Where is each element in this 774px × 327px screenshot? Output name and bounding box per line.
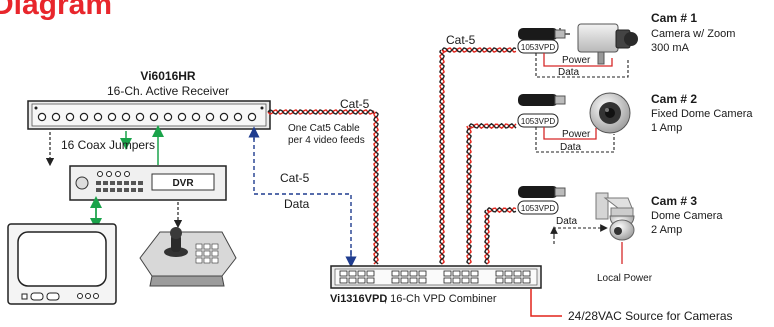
combiner-port xyxy=(443,270,452,277)
receiver-port xyxy=(121,112,131,122)
combiner-port xyxy=(348,270,357,277)
vpd-balun-1 xyxy=(517,39,559,54)
combiner-port xyxy=(461,277,470,284)
combiner-port xyxy=(409,270,418,277)
receiver-port xyxy=(205,112,215,122)
receiver-port xyxy=(219,112,229,122)
combiner-model: Vi1316VPD xyxy=(330,293,387,305)
combiner-port xyxy=(504,270,513,277)
receiver-unit xyxy=(27,100,271,130)
receiver-port xyxy=(163,112,173,122)
combiner-port xyxy=(513,277,522,284)
cable-note-2: per 4 video feeds xyxy=(288,135,365,146)
cat5-top-label: Cat-5 xyxy=(446,33,476,47)
receiver-port xyxy=(177,112,187,122)
bnc-connector-3 xyxy=(518,186,566,198)
dvr-label: DVR xyxy=(172,178,194,189)
receiver-port xyxy=(191,112,201,122)
cam2-name: Cam # 2 xyxy=(651,92,697,106)
dvr-unit: DVR xyxy=(69,165,227,201)
combiner-port xyxy=(409,277,418,284)
combiner-port xyxy=(513,270,522,277)
combiner-port xyxy=(470,277,479,284)
local-power-label: Local Power xyxy=(597,273,653,284)
combiner-port xyxy=(339,277,348,284)
camera-2 xyxy=(589,92,631,134)
combiner-desc: ; 16-Ch VPD Combiner xyxy=(384,293,497,305)
combiner-port xyxy=(443,277,452,284)
combiner-port xyxy=(348,277,357,284)
vpd-balun-2 xyxy=(517,113,559,128)
receiver-model: Vi6016HR xyxy=(140,69,195,83)
receiver-desc: 16-Ch. Active Receiver xyxy=(107,84,229,98)
power-source-label: 24/28VAC Source for Cameras xyxy=(568,309,733,323)
cam3-line1: Dome Camera xyxy=(651,210,723,222)
cam2-line2: 1 Amp xyxy=(651,122,682,134)
cat5-data-label: Cat-5 xyxy=(280,171,310,185)
combiner-port xyxy=(495,277,504,284)
cam3-line2: 2 Amp xyxy=(651,224,682,236)
cable-note-1: One Cat5 Cable xyxy=(288,123,360,134)
combiner-port xyxy=(357,270,366,277)
diagram-title: Diagram xyxy=(0,0,112,21)
combiner-port xyxy=(391,277,400,284)
combiner-port xyxy=(461,270,470,277)
receiver-port xyxy=(247,112,257,122)
vpd-combiner xyxy=(330,265,542,289)
cam3-data-label: Data xyxy=(556,216,578,227)
bnc-connector-1 xyxy=(518,28,566,40)
bnc-connector-2 xyxy=(518,94,566,106)
cat5-cable-receiver xyxy=(267,109,379,265)
combiner-port xyxy=(391,270,400,277)
cam2-data-label: Data xyxy=(560,142,582,153)
combiner-port xyxy=(452,270,461,277)
combiner-port xyxy=(400,270,409,277)
cam2-line1: Fixed Dome Camera xyxy=(651,108,753,120)
receiver-port xyxy=(135,112,145,122)
vpd-balun-3 xyxy=(517,200,559,215)
combiner-port xyxy=(522,270,531,277)
vpd-label-2: 1053VPD xyxy=(521,117,555,126)
camera-3 xyxy=(595,192,635,241)
data-label: Data xyxy=(284,197,310,211)
receiver-port xyxy=(37,112,47,122)
combiner-port xyxy=(418,270,427,277)
receiver-port xyxy=(51,112,61,122)
combiner-port xyxy=(470,270,479,277)
combiner-port xyxy=(504,277,513,284)
receiver-port xyxy=(107,112,117,122)
vpd-label-1: 1053VPD xyxy=(521,43,555,52)
jumpers-label: 16 Coax Jumpers xyxy=(61,138,155,152)
combiner-port xyxy=(339,270,348,277)
cam1-name: Cam # 1 xyxy=(651,11,697,25)
combiner-port xyxy=(357,277,366,284)
cam2-power-label: Power xyxy=(562,129,591,140)
combiner-port xyxy=(366,277,375,284)
combiner-port xyxy=(418,277,427,284)
cam1-data-label: Data xyxy=(558,67,580,78)
combiner-port xyxy=(452,277,461,284)
receiver-port xyxy=(65,112,75,122)
combiner-port xyxy=(522,277,531,284)
cat5-left-label: Cat-5 xyxy=(340,97,370,111)
ptz-keyboard xyxy=(139,227,237,287)
cam3-name: Cam # 3 xyxy=(651,194,697,208)
cam1-line2: 300 mA xyxy=(651,42,690,54)
cam1-power-label: Power xyxy=(562,55,591,66)
receiver-port xyxy=(79,112,89,122)
combiner-port xyxy=(366,270,375,277)
combiner-port xyxy=(495,270,504,277)
receiver-port xyxy=(93,112,103,122)
cat5-cables-cameras xyxy=(439,47,517,265)
receiver-port xyxy=(149,112,159,122)
cam1-line1: Camera w/ Zoom xyxy=(651,28,735,40)
receiver-port xyxy=(233,112,243,122)
combiner-port xyxy=(400,277,409,284)
vpd-label-3: 1053VPD xyxy=(521,204,555,213)
monitor xyxy=(7,223,117,305)
